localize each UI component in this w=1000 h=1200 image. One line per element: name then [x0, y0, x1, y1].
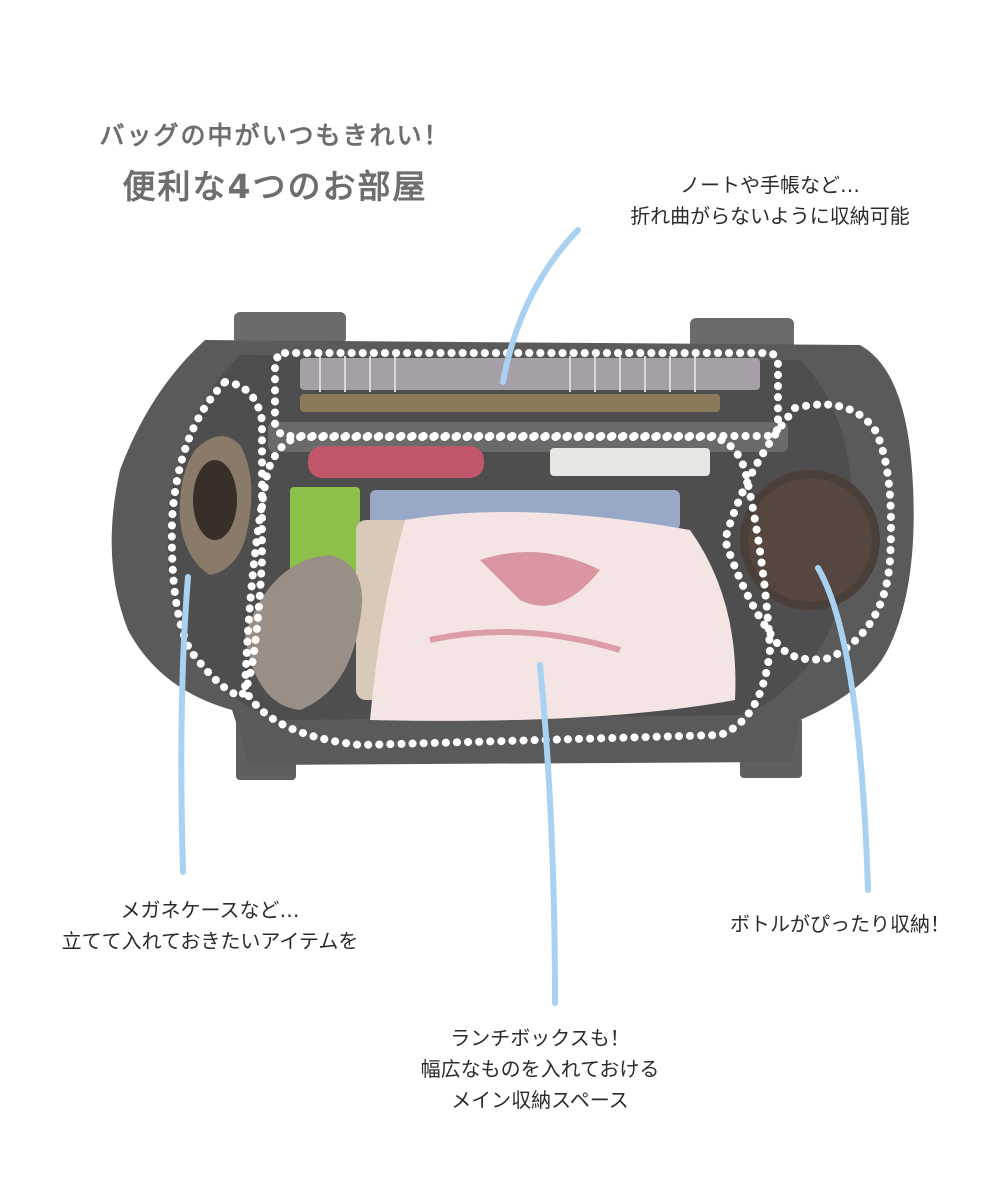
divider-wall: [268, 422, 788, 452]
callout-main-storage: ランチボックスも！ 幅広なものを入れておける メイン収納スペース: [330, 1023, 750, 1116]
callout-main-line-2: 幅広なものを入れておける: [420, 1057, 660, 1081]
heading-line-1: バッグの中がいつもきれい！: [99, 121, 451, 150]
lunch-box-bandana-icon: [370, 512, 736, 721]
card-case: [550, 448, 710, 476]
bag-handle-right: [690, 318, 794, 350]
callout-notebook-line-1: ノートや手帳など…: [680, 173, 860, 197]
callout-notebook-line-2: 折れ曲がらないように収納可能: [630, 204, 910, 228]
pointer-line-right: [815, 565, 871, 893]
callout-glasses-line-2: 立てて入れておきたいアイテムを: [61, 929, 359, 953]
dotted-outline-bottle: [720, 400, 895, 664]
pink-pouch: [308, 446, 484, 478]
callout-glasses-line-1: メガネケースなど…: [120, 898, 300, 922]
dotted-outline-glasses: [167, 377, 266, 701]
callout-main-line-1: ランチボックスも！: [450, 1026, 630, 1050]
callout-bottle-line-1: ボトルがぴったり収納！: [730, 912, 950, 936]
heading-line-2: 便利な4つのお部屋: [122, 167, 428, 206]
callout-bottle: ボトルがぴったり収納！: [680, 909, 1000, 940]
pointer-line-top: [500, 227, 581, 385]
dotted-outline-notebook: [271, 349, 782, 440]
callout-main-line-3: メイン収納スペース: [451, 1088, 629, 1112]
pointer-line-left: [178, 574, 191, 875]
callout-notebook: ノートや手帳など… 折れ曲がらないように収納可能: [560, 170, 980, 232]
callout-glasses-case: メガネケースなど… 立てて入れておきたいアイテムを: [0, 895, 420, 957]
dotted-outline-main: [240, 433, 775, 750]
pouch-zipper: [300, 394, 720, 412]
knit-pouch: [245, 555, 362, 710]
bag-handle-left: [234, 312, 346, 344]
pointer-line-bottom: [537, 662, 558, 1006]
